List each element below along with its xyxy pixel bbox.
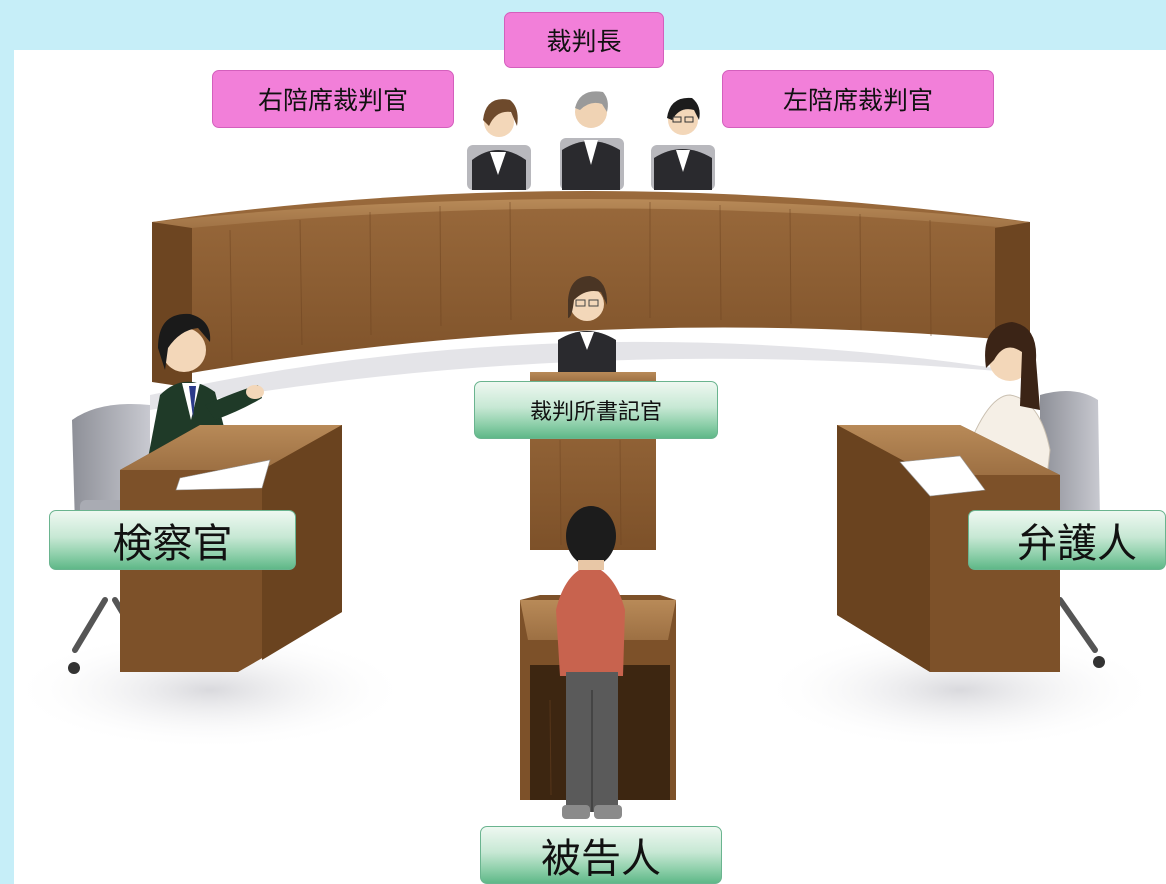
defendant-figure	[556, 506, 625, 819]
defense-counsel-label: 弁護人	[968, 510, 1166, 570]
presiding-judge-label: 裁判長	[504, 12, 664, 68]
defense-desk	[837, 425, 1060, 672]
prosecutor-label: 検察官	[49, 510, 296, 570]
court-clerk-label: 裁判所書記官	[474, 381, 718, 439]
defendant-label: 被告人	[480, 826, 722, 884]
judge-right-figure	[467, 99, 531, 190]
judge-left-figure	[651, 97, 715, 190]
presiding-judge-figure	[560, 91, 624, 190]
court-clerk-figure	[558, 276, 616, 375]
associate-judge-right-label: 右陪席裁判官	[212, 70, 454, 128]
associate-judge-left-label: 左陪席裁判官	[722, 70, 994, 128]
